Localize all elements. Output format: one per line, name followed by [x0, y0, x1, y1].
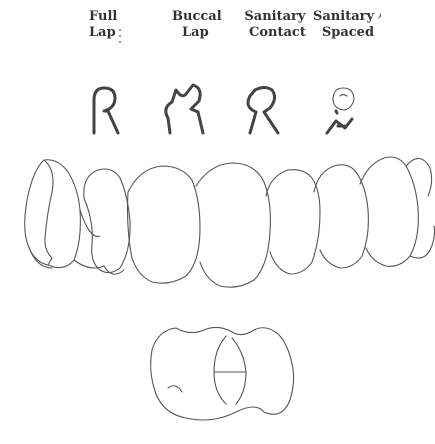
pontic-profile-sanitary-contact: [248, 88, 278, 134]
tooth-occlusal-view: [151, 327, 294, 420]
crown-outline: [314, 165, 368, 268]
pontic-profile-sanitary-spaced: [327, 88, 354, 133]
bridge-crowns-row: [25, 157, 435, 287]
pontic-profile-buccal-lap: [166, 85, 203, 133]
crown-outline: [410, 226, 435, 258]
occlusal-fissure: [232, 338, 246, 404]
crown-outline: [406, 158, 432, 196]
crown-outline: [360, 157, 418, 266]
crown-outline: [74, 260, 104, 268]
occlusal-fissure: [214, 336, 226, 404]
crown-outline: [84, 169, 130, 273]
crown-outline: [196, 163, 270, 287]
fleck-mark: [379, 14, 380, 18]
crown-outline: [25, 160, 53, 265]
crown-outline: [128, 166, 201, 283]
crown-outline: [266, 170, 320, 274]
pontic-profile-full-lap: [94, 88, 118, 133]
crown-outline: [44, 160, 80, 268]
